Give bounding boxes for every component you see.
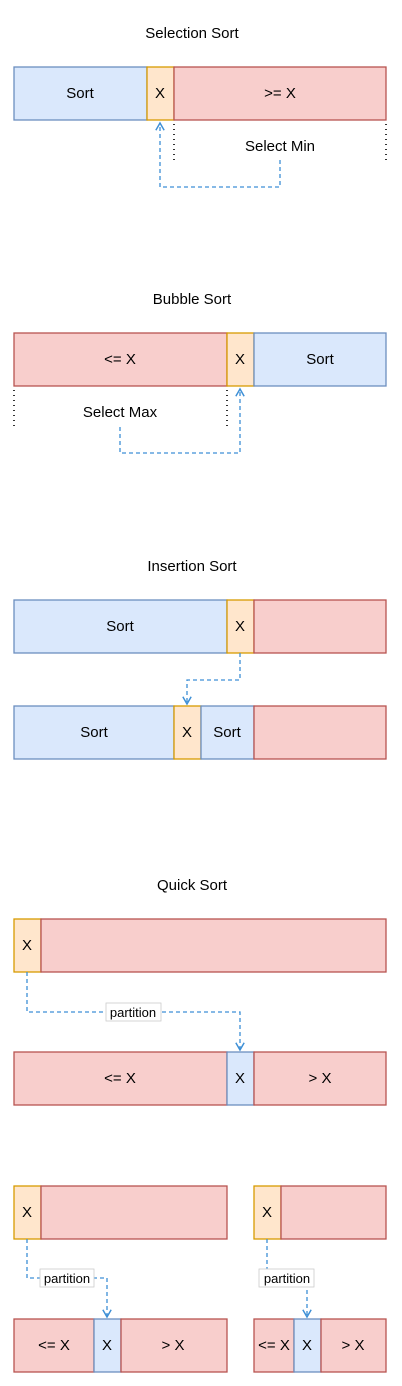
quick-left-partition-label-bg: [39, 1268, 95, 1288]
selection-note: Select Min: [245, 138, 315, 155]
selection-sorted-block: [13, 66, 148, 121]
quick-left-result-right-label: > X: [162, 1337, 185, 1354]
quick-left-result-left-label: <= X: [38, 1337, 70, 1354]
bubble-swap-arrow: [119, 387, 245, 454]
quick-right-result-pivot-label: X: [302, 1337, 312, 1354]
bubble-sort-title: Bubble Sort: [153, 291, 232, 308]
quick-result-left-label: <= X: [104, 1070, 136, 1087]
quick-left-result-pivot-block: [93, 1318, 122, 1373]
bubble-note: Select Max: [83, 404, 158, 421]
bubble-unsorted-block: [13, 332, 228, 387]
quick-result-right-label: > X: [309, 1070, 332, 1087]
insertion-row1-unsorted-block: [253, 599, 387, 654]
insertion-sort-section: Insertion Sort Sort X Sort X Sort: [13, 558, 387, 760]
quick-right-result-left-block: [253, 1318, 295, 1373]
selection-unsorted-block: [173, 66, 387, 121]
quick-right-partition-label: partition: [264, 1271, 310, 1286]
quick-partition-label-bg: [105, 1002, 162, 1022]
quick-left-result-pivot-label: X: [102, 1337, 112, 1354]
quick-right-result-left-label: <= X: [258, 1337, 290, 1354]
bubble-sorted-block: [253, 332, 387, 387]
selection-swap-arrow: [155, 121, 281, 188]
bubble-sort-section: Bubble Sort <= X X Sort Select Max: [13, 291, 387, 454]
selection-pivot-label: X: [155, 85, 165, 102]
selection-unsorted-label: >= X: [264, 85, 296, 102]
selection-pivot-block: [146, 66, 175, 121]
insertion-row2-pivot-label: X: [182, 724, 192, 741]
bubble-unsorted-label: <= X: [104, 351, 136, 368]
quick-sort-section: Quick Sort X partition <= X X > X X part…: [13, 877, 387, 1373]
quick-right-partition-label-bg: [258, 1268, 315, 1288]
bubble-pivot-block: [226, 332, 255, 387]
selection-sort-title: Selection Sort: [145, 25, 239, 42]
insertion-row2-sorted-left-label: Sort: [80, 724, 108, 741]
insertion-row2-sorted-right-label: Sort: [213, 724, 241, 741]
insertion-row2-pivot-block: [173, 705, 202, 760]
quick-result-pivot-label: X: [235, 1070, 245, 1087]
insertion-row2-sorted-right-block: [200, 705, 255, 760]
quick-left-pivot-block: [13, 1185, 42, 1240]
quick-left-unsorted-block: [40, 1185, 228, 1240]
insertion-row1-pivot-label: X: [235, 618, 245, 635]
quick-partition-label: partition: [110, 1005, 156, 1020]
quick-result-right-block: [253, 1051, 387, 1106]
quick-right-pivot-label: X: [262, 1204, 272, 1221]
insertion-move-arrow: [182, 653, 241, 706]
bubble-pivot-label: X: [235, 351, 245, 368]
insertion-row1-sorted-block: [13, 599, 228, 654]
quick-top-pivot-label: X: [22, 937, 32, 954]
selection-sort-section: Selection Sort Sort X >= X Select Min: [13, 25, 387, 188]
quick-sort-title: Quick Sort: [157, 877, 228, 894]
quick-left-result-right-block: [120, 1318, 228, 1373]
insertion-row2-sorted-left-block: [13, 705, 175, 760]
quick-right-result-right-block: [320, 1318, 387, 1373]
bubble-sorted-label: Sort: [306, 351, 334, 368]
quick-right-result-right-label: > X: [342, 1337, 365, 1354]
insertion-row1-sorted-label: Sort: [106, 618, 134, 635]
quick-result-left-block: [13, 1051, 228, 1106]
quick-left-pivot-label: X: [22, 1204, 32, 1221]
quick-left-result-left-block: [13, 1318, 95, 1373]
quick-right-unsorted-block: [280, 1185, 387, 1240]
quick-left-partition-label: partition: [44, 1271, 90, 1286]
quick-top-unsorted-block: [40, 918, 387, 973]
insertion-row2-unsorted-block: [253, 705, 387, 760]
selection-sorted-label: Sort: [66, 85, 94, 102]
insertion-sort-title: Insertion Sort: [147, 558, 237, 575]
